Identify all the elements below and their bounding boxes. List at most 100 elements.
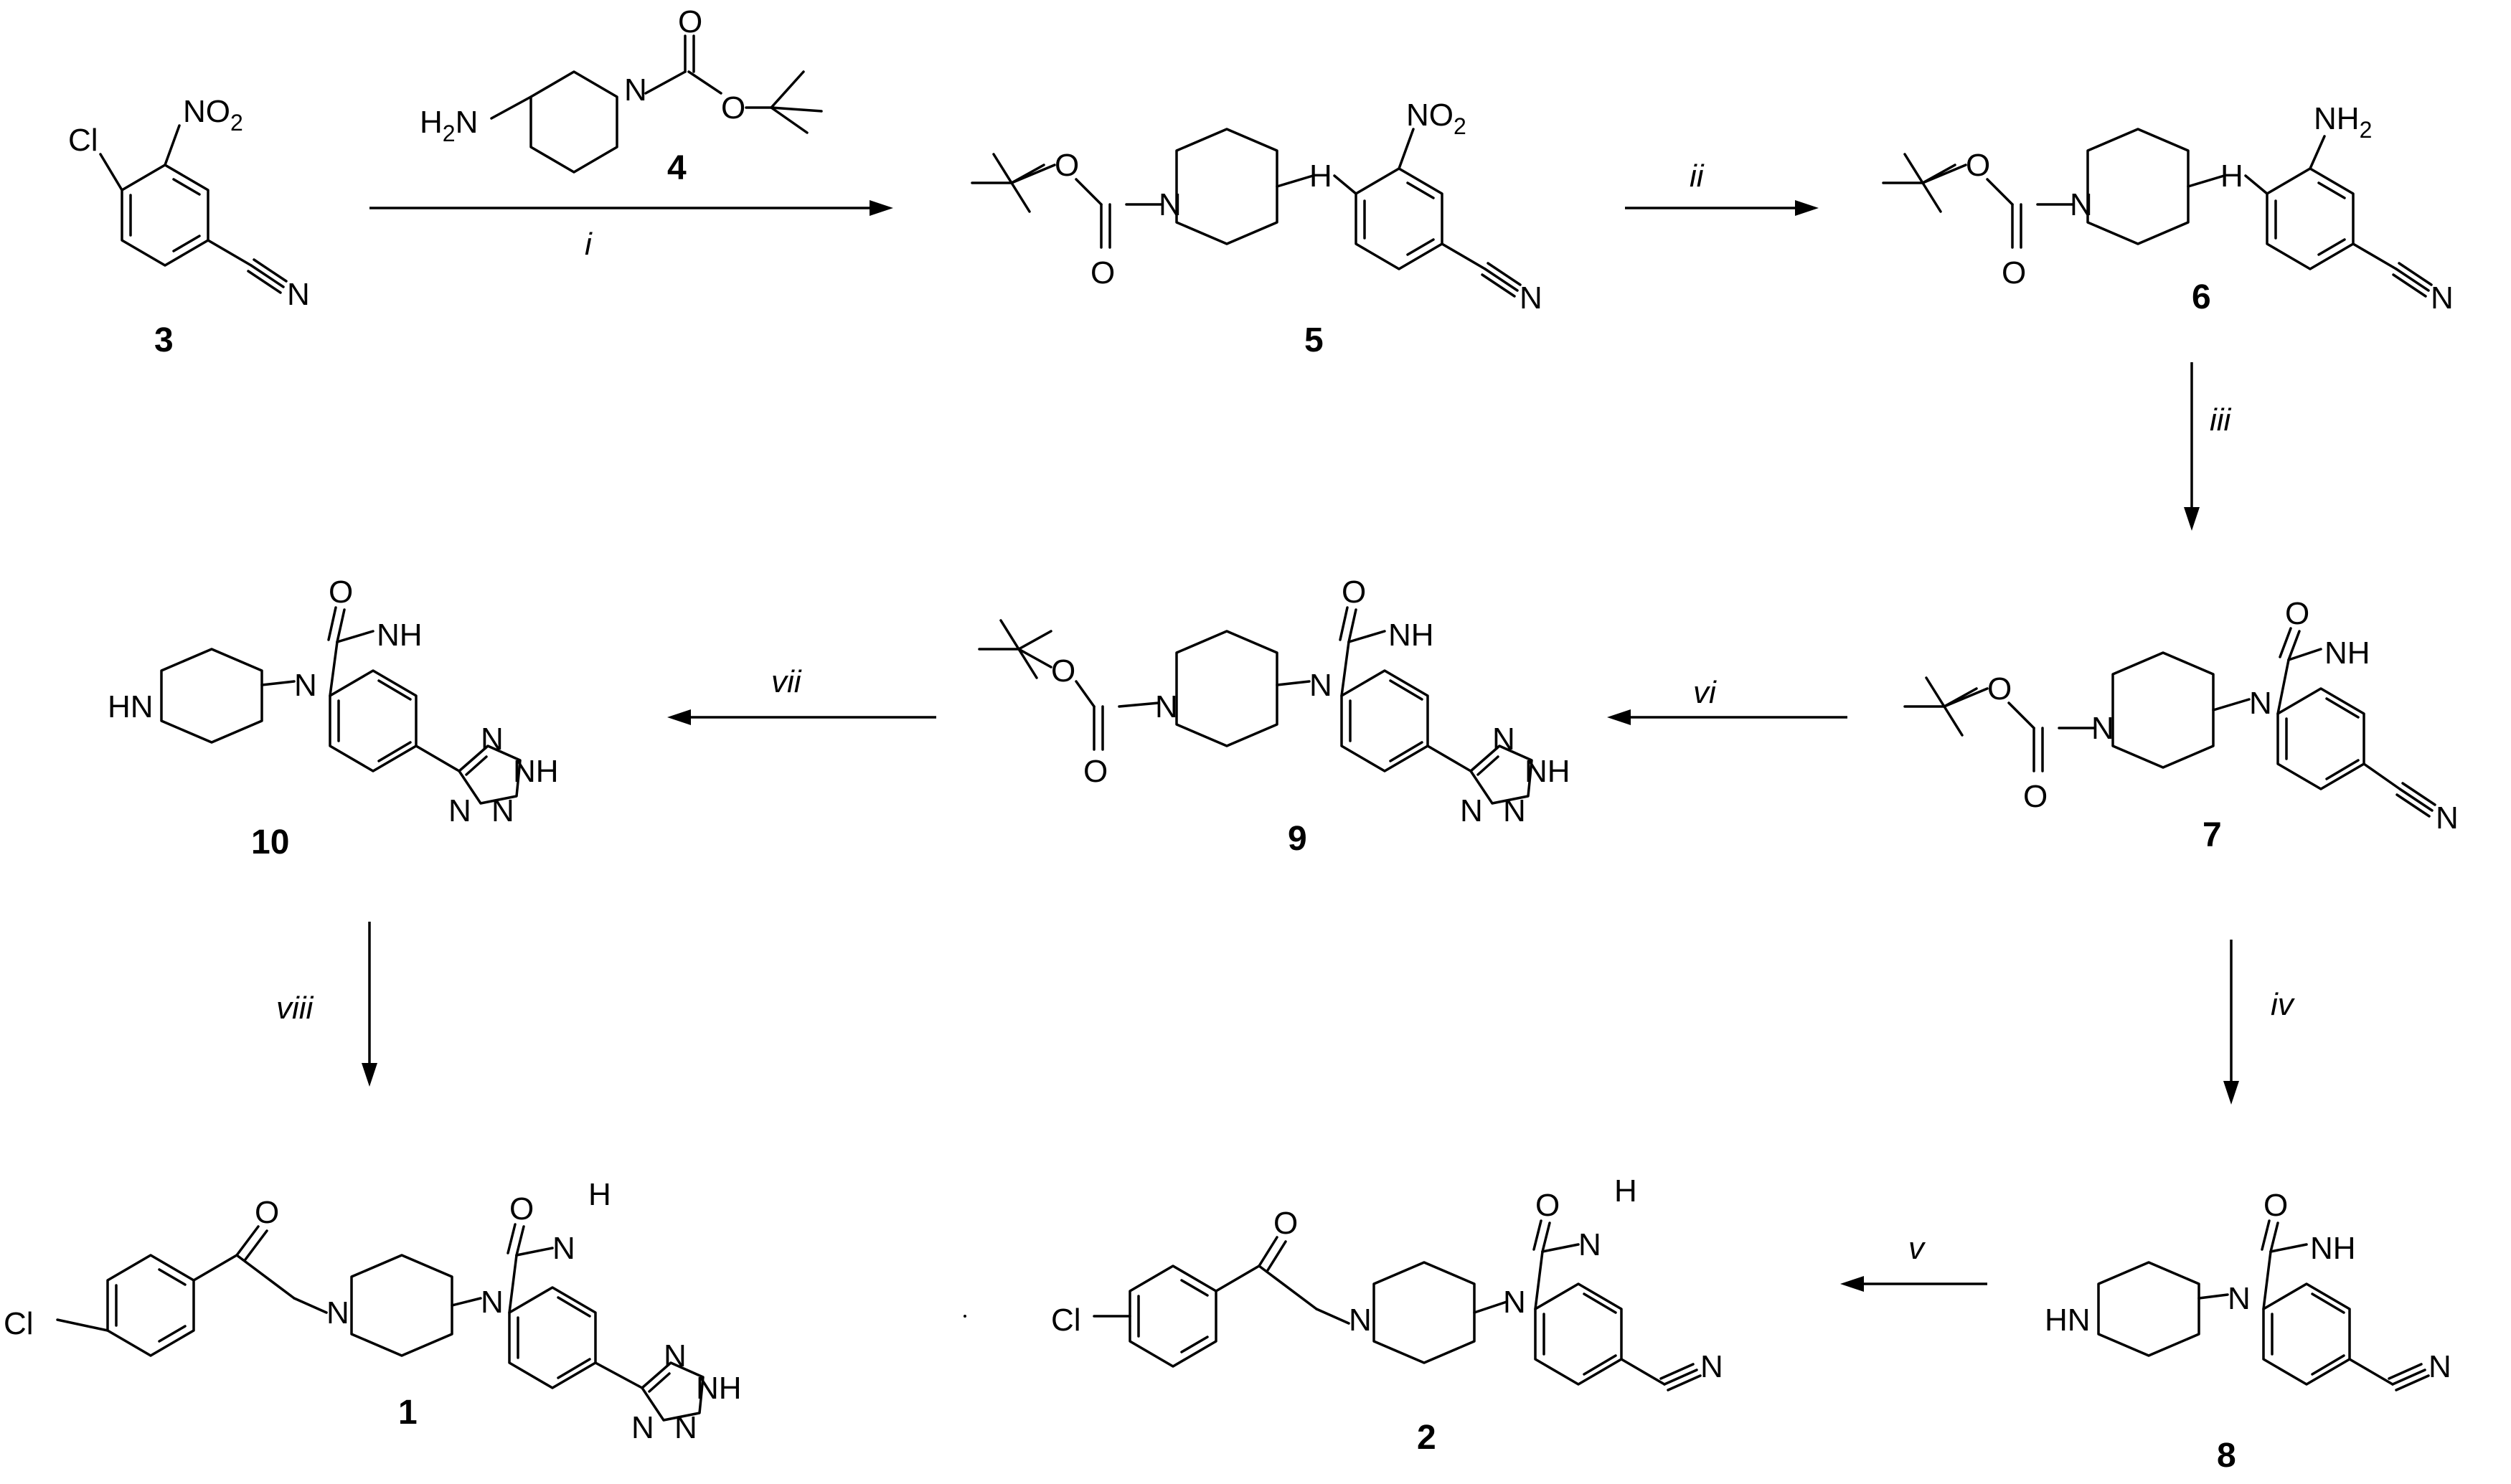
nitrile-n: N bbox=[287, 277, 310, 312]
compound-label-7: 7 bbox=[2203, 816, 2222, 854]
imidazolone-nh: NH bbox=[2324, 635, 2370, 671]
imidazolone-n: N bbox=[552, 1231, 575, 1266]
ester-o: O bbox=[1966, 148, 1990, 183]
ester-o: O bbox=[1987, 671, 2012, 706]
compound-label-9: 9 bbox=[1288, 820, 1307, 858]
compound-10: HN N O NH N NH N N 10 bbox=[108, 575, 559, 861]
chlorine-atom: Cl bbox=[4, 1306, 34, 1341]
arrow-step-ii: ii bbox=[1625, 159, 1819, 216]
piperidine-n: N bbox=[1159, 187, 1182, 222]
nitrile-n: N bbox=[2436, 800, 2459, 836]
amine-h2n: H2N bbox=[420, 105, 478, 146]
imidazolone-h: H bbox=[1614, 1173, 1637, 1209]
arrow-step-i: i bbox=[369, 200, 893, 262]
imidazolone-n1: N bbox=[2249, 686, 2272, 721]
tetrazole-n: N bbox=[491, 793, 514, 828]
nitrile-n: N bbox=[2431, 280, 2454, 316]
amino-group: NH2 bbox=[2314, 101, 2372, 143]
compound-1: Cl O N N O N H N NH N N 1 bbox=[4, 1177, 742, 1445]
carbonyl-o: O bbox=[1083, 754, 1108, 789]
arrow-step-viii: viii bbox=[276, 922, 377, 1087]
compound-9: O O N N O NH N NH N N 9 bbox=[978, 575, 1570, 858]
step-label-vi: vi bbox=[1693, 675, 1717, 710]
compound-label-6: 6 bbox=[2192, 278, 2211, 316]
tetrazole-n: N bbox=[448, 793, 471, 828]
piperidine-n: N bbox=[1155, 689, 1178, 724]
imidazolone-o: O bbox=[1535, 1188, 1560, 1223]
carbonyl-o: O bbox=[1090, 255, 1115, 290]
tetrazole-n: N bbox=[481, 722, 504, 757]
imidazolone-nh: NH bbox=[377, 618, 423, 653]
tetrazole-n: N bbox=[631, 1410, 654, 1445]
piperidine-hn: HN bbox=[108, 689, 154, 724]
chlorine-atom: Cl bbox=[68, 123, 98, 158]
imidazolone-o: O bbox=[509, 1191, 534, 1227]
arrow-step-vi: vi bbox=[1607, 675, 1847, 725]
imidazolone-o: O bbox=[1342, 575, 1366, 610]
tetrazole-n: N bbox=[1460, 793, 1483, 828]
tetrazole-nh: NH bbox=[513, 754, 559, 789]
imidazolone-o: O bbox=[2285, 596, 2309, 631]
compound-7: O O N N O NH N 7 bbox=[1903, 596, 2459, 854]
compound-label-4: 4 bbox=[667, 149, 687, 187]
imidazolone-n1: N bbox=[1503, 1285, 1526, 1320]
compound-2: Cl O N N O N H N 2 bbox=[1051, 1173, 1723, 1457]
nitro-group: NO2 bbox=[1406, 98, 1466, 139]
imidazolone-n1: N bbox=[294, 668, 317, 703]
tetrazole-nh: NH bbox=[1525, 754, 1570, 789]
ester-o: O bbox=[721, 90, 745, 126]
compound-label-3: 3 bbox=[154, 321, 174, 359]
piperidine-n: N bbox=[624, 72, 647, 108]
compound-3: Cl NO2 N 3 bbox=[68, 94, 310, 359]
imidazolone-n: N bbox=[1578, 1227, 1601, 1262]
imidazolone-n1: N bbox=[481, 1285, 504, 1320]
piperidine-n: N bbox=[326, 1295, 349, 1331]
ketone-o: O bbox=[1273, 1206, 1298, 1241]
compound-label-2: 2 bbox=[1417, 1419, 1436, 1457]
step-label-ii: ii bbox=[1690, 159, 1705, 194]
compound-label-5: 5 bbox=[1304, 321, 1324, 359]
compound-label-10: 10 bbox=[251, 823, 289, 861]
amine-nh: H bbox=[2220, 159, 2243, 194]
arrow-step-v: v bbox=[1840, 1231, 1987, 1292]
compound-4: H2N N O O 4 bbox=[420, 4, 823, 187]
carbonyl-o: O bbox=[678, 4, 702, 39]
nitrile-n: N bbox=[1700, 1349, 1723, 1384]
compound-6: O O N H NH2 N 6 bbox=[1882, 101, 2454, 316]
tetrazole-n: N bbox=[664, 1338, 687, 1374]
step-label-v: v bbox=[1908, 1231, 1926, 1266]
arrow-step-iv: iv bbox=[2223, 940, 2296, 1105]
imidazolone-n1: N bbox=[1309, 668, 1332, 703]
piperidine-n: N bbox=[2091, 711, 2114, 746]
imidazolone-o: O bbox=[329, 575, 353, 610]
imidazolone-nh: NH bbox=[1388, 618, 1434, 653]
compound-label-8: 8 bbox=[2217, 1437, 2236, 1475]
imidazolone-h: H bbox=[588, 1177, 611, 1212]
tetrazole-n: N bbox=[1503, 793, 1526, 828]
tetrazole-nh: NH bbox=[696, 1371, 742, 1406]
step-label-vii: vii bbox=[771, 664, 802, 699]
stray-dot bbox=[964, 1315, 966, 1318]
arrow-step-iii: iii bbox=[2184, 362, 2232, 531]
ketone-o: O bbox=[255, 1195, 279, 1230]
chlorine-atom: Cl bbox=[1051, 1303, 1081, 1338]
ester-o: O bbox=[1051, 653, 1075, 689]
step-label-viii: viii bbox=[276, 991, 314, 1026]
tetrazole-n: N bbox=[1492, 722, 1515, 757]
amine-nh: H bbox=[1309, 159, 1332, 194]
arrow-step-vii: vii bbox=[667, 664, 936, 725]
compound-5: O O N H NO2 N 5 bbox=[971, 98, 1542, 359]
nitrile-n: N bbox=[2428, 1349, 2451, 1384]
nitro-group: NO2 bbox=[183, 94, 243, 136]
step-label-i: i bbox=[585, 227, 593, 262]
piperidine-n: N bbox=[1349, 1303, 1372, 1338]
compound-8: HN N O NH N 8 bbox=[2045, 1188, 2451, 1475]
step-label-iv: iv bbox=[2271, 987, 2296, 1022]
imidazolone-n1: N bbox=[2228, 1281, 2251, 1316]
imidazolone-o: O bbox=[2263, 1188, 2288, 1223]
nitrile-n: N bbox=[1520, 280, 1542, 316]
carbonyl-o: O bbox=[2002, 255, 2026, 290]
piperidine-n: N bbox=[2070, 187, 2093, 222]
tetrazole-n: N bbox=[674, 1410, 697, 1445]
